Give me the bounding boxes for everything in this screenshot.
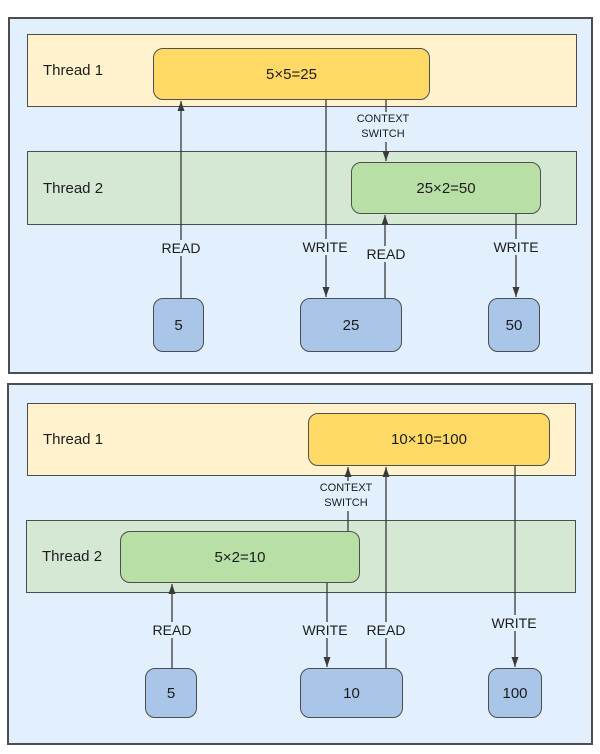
read-label: READ (359, 622, 413, 638)
value-box-intermediate: 25 (300, 298, 402, 352)
value-box-initial: 5 (145, 668, 197, 718)
operation-text: 5×5=25 (266, 65, 317, 83)
thread2-operation-box: 25×2=50 (351, 162, 541, 214)
value-text: 25 (342, 316, 360, 334)
value-text: 50 (505, 316, 523, 334)
thread-1-label: Thread 1 (43, 431, 104, 448)
operation-text: 5×2=10 (214, 548, 266, 566)
thread-1-label: Thread 1 (43, 62, 104, 79)
thread1-operation-box: 5×5=25 (153, 48, 430, 100)
value-text: 10 (343, 684, 360, 702)
thread-2-label: Thread 2 (42, 548, 103, 565)
operation-text: 25×2=50 (416, 179, 476, 197)
write-label: WRITE (487, 239, 545, 255)
thread1-operation-box: 10×10=100 (308, 413, 550, 466)
write-label: WRITE (296, 239, 354, 255)
read-label: READ (145, 622, 199, 638)
value-text: 100 (502, 684, 528, 702)
operation-text: 10×10=100 (391, 431, 467, 448)
context-switch-line2: SWITCH (324, 497, 368, 509)
value-box-intermediate: 10 (300, 668, 403, 718)
value-text: 5 (174, 316, 183, 334)
value-box-initial: 5 (153, 298, 204, 352)
context-switch-label: CONTEXT SWITCH (311, 481, 381, 511)
write-label: WRITE (485, 615, 543, 631)
value-box-final: 100 (488, 668, 542, 718)
context-switch-label: CONTEXT SWITCH (348, 112, 418, 142)
thread2-operation-box: 5×2=10 (120, 531, 360, 583)
value-box-final: 50 (488, 298, 540, 352)
context-switch-line2: SWITCH (361, 128, 405, 140)
context-switch-line1: CONTEXT (319, 482, 373, 494)
thread-2-label: Thread 2 (43, 179, 104, 197)
read-label: READ (154, 240, 208, 256)
value-text: 5 (166, 684, 176, 702)
read-label: READ (359, 246, 413, 262)
context-switch-line1: CONTEXT (356, 113, 410, 125)
write-label: WRITE (296, 622, 354, 638)
